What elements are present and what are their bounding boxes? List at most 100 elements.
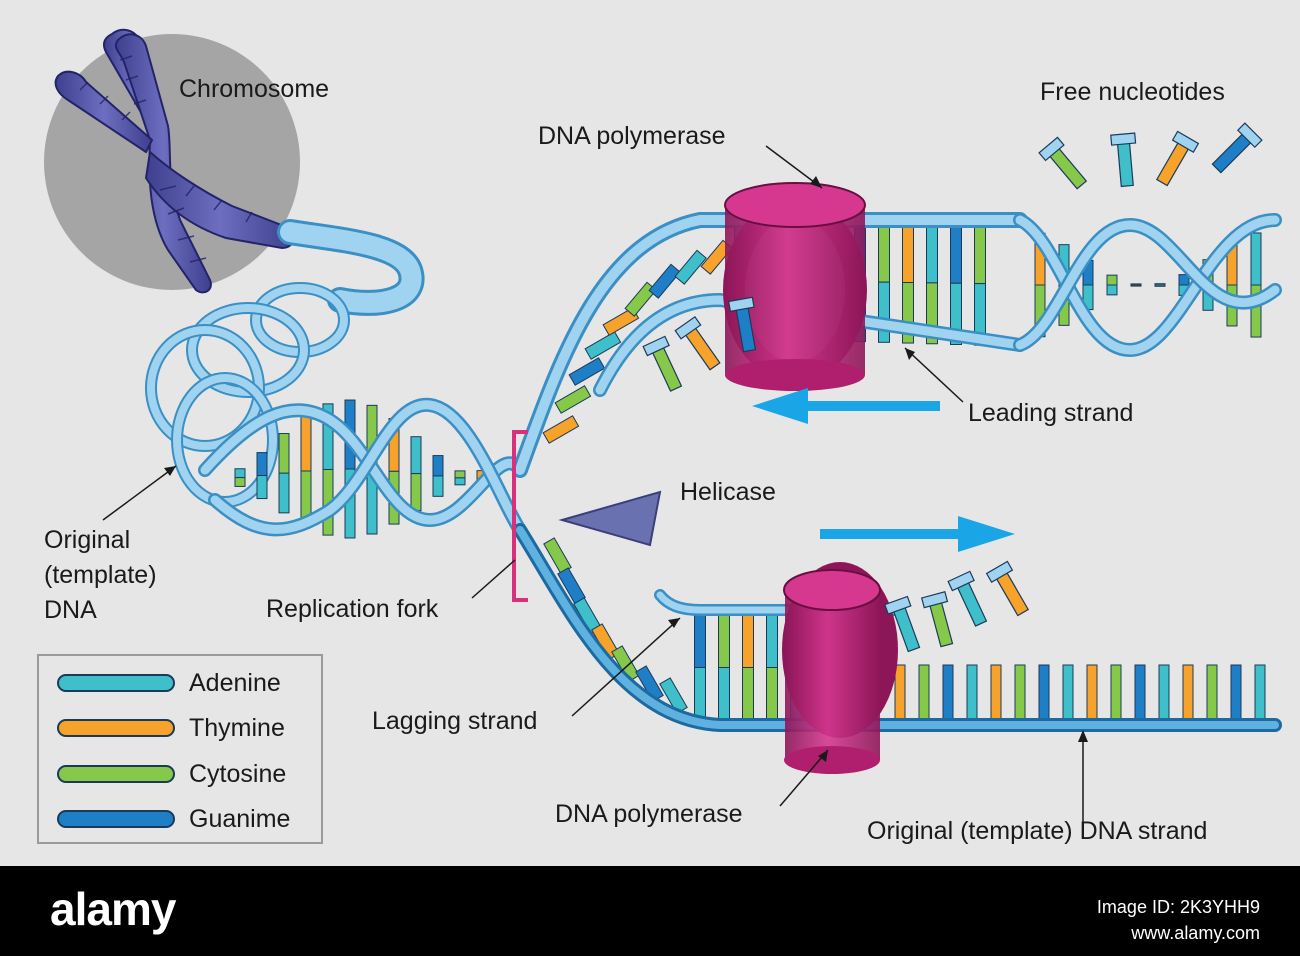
free-nucleotide-icon bbox=[884, 595, 921, 653]
base-pair-half bbox=[278, 472, 290, 514]
original-template-strand-label: Original (template) DNA strand bbox=[867, 817, 1208, 845]
free-nucleotide-icon bbox=[1155, 130, 1200, 187]
base-pair-half bbox=[1106, 284, 1118, 296]
base-pair-half bbox=[624, 281, 657, 317]
chromosome-label: Chromosome bbox=[179, 75, 330, 103]
base-pair-half bbox=[718, 667, 730, 721]
replication-fork-bracket bbox=[512, 430, 528, 602]
base-pair-half bbox=[648, 263, 681, 299]
base-pair-half bbox=[694, 614, 706, 668]
base-pair-half bbox=[278, 433, 290, 474]
unpaired-base bbox=[1254, 664, 1266, 721]
base-pair-rungs bbox=[234, 221, 1266, 721]
legend-label-guanime: Guanime bbox=[189, 805, 291, 833]
unpaired-base bbox=[1158, 664, 1170, 721]
unpaired-base bbox=[1014, 664, 1026, 721]
legend-label-adenine: Adenine bbox=[189, 669, 281, 697]
base-pair-half bbox=[454, 477, 466, 486]
unpaired-base bbox=[990, 664, 1002, 721]
base-pair-half bbox=[1106, 274, 1118, 286]
free-nucleotide-icon bbox=[1038, 136, 1088, 190]
free-nucleotide-icon bbox=[727, 296, 757, 353]
unpaired-base bbox=[1038, 664, 1050, 721]
leading-strand-label: Leading strand bbox=[968, 399, 1134, 427]
free-nucleotide-icon bbox=[947, 570, 988, 627]
dna-polymerase-top-label: DNA polymerase bbox=[538, 122, 726, 150]
base-pair-half bbox=[1250, 232, 1262, 286]
free-nucleotide-icon bbox=[642, 335, 683, 392]
original-dna-label-line1: Original bbox=[44, 526, 131, 554]
base-pair-half bbox=[950, 221, 962, 284]
base-pair-half bbox=[256, 452, 268, 477]
cytosine-swatch bbox=[57, 765, 175, 783]
dna-polymerase-bottom-label: DNA polymerase bbox=[555, 800, 743, 828]
free-nucleotides-label: Free nucleotides bbox=[1040, 78, 1225, 106]
free-nucleotide-icon bbox=[1110, 132, 1137, 188]
base-pair-half bbox=[584, 331, 622, 360]
thymine-swatch bbox=[57, 719, 175, 737]
free-nucleotides-icons bbox=[642, 122, 1263, 653]
free-nucleotide-icon bbox=[985, 560, 1030, 617]
guanime-swatch bbox=[57, 810, 175, 828]
dna-backbones bbox=[198, 212, 1282, 732]
base-pair-half bbox=[1250, 284, 1262, 338]
lagging-direction-arrow bbox=[820, 516, 1015, 552]
helicase-label: Helicase bbox=[680, 478, 776, 506]
base-pair-half bbox=[742, 667, 754, 721]
unpaired-base bbox=[894, 664, 906, 721]
base-pair-half bbox=[256, 475, 268, 500]
unpaired-base bbox=[1134, 664, 1146, 721]
watermark-logo: alamy bbox=[50, 883, 176, 935]
base-pair-half bbox=[766, 667, 778, 721]
watermark-footer bbox=[0, 866, 1300, 956]
base-pair-half bbox=[300, 415, 312, 472]
lagging-strand-label: Lagging strand bbox=[372, 707, 538, 735]
dna-polymerase-top-icon bbox=[723, 182, 867, 391]
base-pair-half bbox=[742, 614, 754, 668]
free-nucleotide-icon bbox=[1211, 122, 1263, 174]
base-pair-half bbox=[432, 475, 444, 497]
base-pair-half bbox=[432, 455, 444, 477]
free-nucleotide-icon bbox=[920, 591, 954, 648]
legend-label-thymine: Thymine bbox=[189, 714, 285, 742]
base-pair-half bbox=[974, 221, 986, 285]
adenine-swatch bbox=[57, 674, 175, 692]
watermark-site: www.alamy.com bbox=[1131, 923, 1260, 943]
base-pair-half bbox=[410, 473, 422, 511]
base-pair-half bbox=[926, 282, 938, 345]
base-pair-half bbox=[950, 282, 962, 345]
base-pair-half bbox=[554, 385, 592, 414]
leader-lines bbox=[102, 145, 1084, 822]
base-pair-half bbox=[674, 249, 707, 285]
legend-label-cytosine: Cytosine bbox=[189, 760, 287, 788]
base-pair-half bbox=[1130, 284, 1142, 287]
base-pair-half bbox=[902, 221, 914, 284]
base-pair-half bbox=[454, 470, 466, 479]
base-pair-half bbox=[902, 282, 914, 344]
base-pair-half bbox=[766, 614, 778, 668]
unpaired-base bbox=[942, 664, 954, 721]
base-pair-half bbox=[234, 468, 246, 479]
unpaired-base bbox=[1230, 664, 1242, 721]
base-pair-half bbox=[926, 221, 938, 284]
chromosome-icon bbox=[54, 28, 295, 294]
base-pair-half bbox=[878, 281, 890, 343]
base-pair-half bbox=[611, 645, 640, 683]
leading-direction-arrow bbox=[752, 388, 940, 424]
base-pair-half bbox=[718, 614, 730, 668]
unpaired-base bbox=[966, 664, 978, 721]
watermark-code: Image ID: 2K3YHH9 bbox=[1096, 897, 1260, 917]
dna-polymerase-bottom-icon bbox=[782, 562, 898, 774]
original-dna-label-line2: (template) bbox=[44, 561, 157, 589]
unpaired-base bbox=[1062, 664, 1074, 721]
base-pair-half bbox=[410, 436, 422, 475]
base-pair-half bbox=[568, 357, 606, 386]
unpaired-base bbox=[1110, 664, 1122, 721]
unpaired-base bbox=[1206, 664, 1218, 721]
base-pair-half bbox=[542, 415, 580, 444]
legend: Adenine Thymine Cytosine Guanime bbox=[37, 654, 323, 844]
base-pair-half bbox=[1154, 284, 1166, 287]
unpaired-base bbox=[1182, 664, 1194, 721]
helicase-icon bbox=[558, 490, 662, 547]
